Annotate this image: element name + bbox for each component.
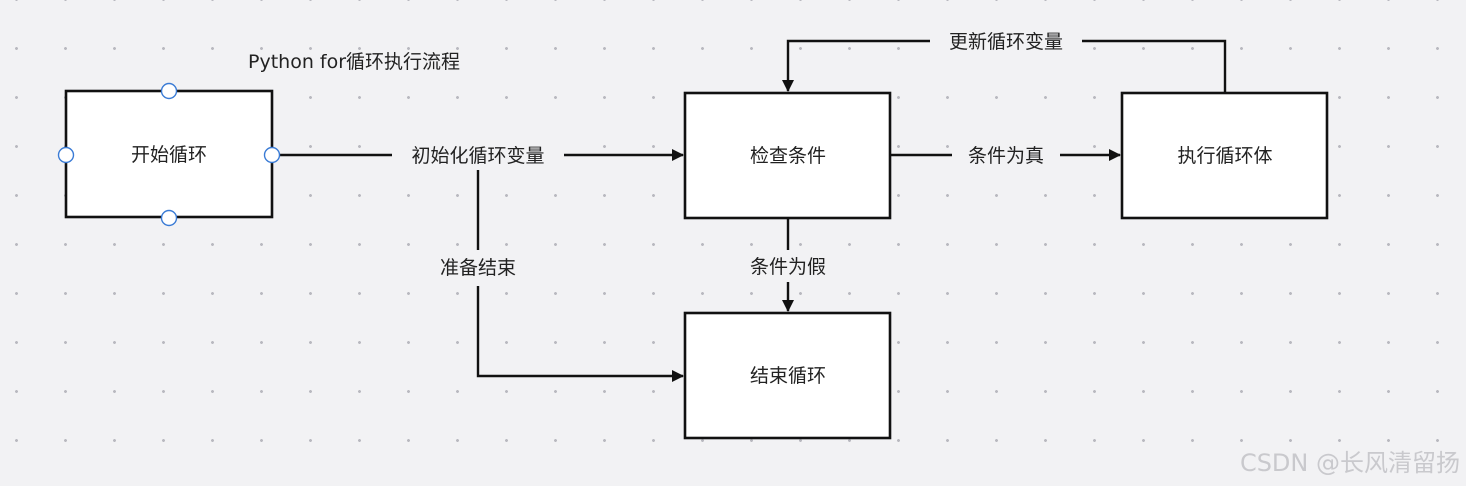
node-end-label: 结束循环 <box>750 365 826 387</box>
edge-true-label-bg <box>952 140 1060 170</box>
edge-false-label: 条件为假 <box>750 256 826 278</box>
node-body-label: 执行循环体 <box>1177 145 1272 167</box>
edge-init-label: 初始化循环变量 <box>411 145 544 167</box>
edge-prepare-end-label: 准备结束 <box>440 257 516 279</box>
node-body[interactable]: 执行循环体 <box>1120 91 1329 220</box>
node-end[interactable]: 结束循环 <box>683 311 892 440</box>
diagram-title: Python for循环执行流程 <box>248 51 460 73</box>
edge-update-label: 更新循环变量 <box>949 31 1063 53</box>
edge-prepare-end[interactable] <box>476 155 684 382</box>
node-check[interactable]: 检查条件 <box>683 91 892 220</box>
edge-true-label: 条件为真 <box>968 145 1044 167</box>
edge-update-label-bg <box>930 26 1082 56</box>
node-check-label: 检查条件 <box>750 145 826 167</box>
node-start[interactable]: 开始循环 <box>64 89 274 219</box>
watermark: CSDN @长风清留扬 <box>1239 449 1460 477</box>
node-start-label: 开始循环 <box>131 144 207 166</box>
edge-false-label-bg <box>740 250 836 282</box>
edge-init-label-bg <box>392 140 564 170</box>
connection-handle-top[interactable] <box>160 82 178 100</box>
connection-handle-bottom[interactable] <box>160 209 178 227</box>
edge-prepare-end-label-bg <box>428 250 528 286</box>
connection-handle-right[interactable] <box>263 146 281 164</box>
connection-handle-left[interactable] <box>57 146 75 164</box>
